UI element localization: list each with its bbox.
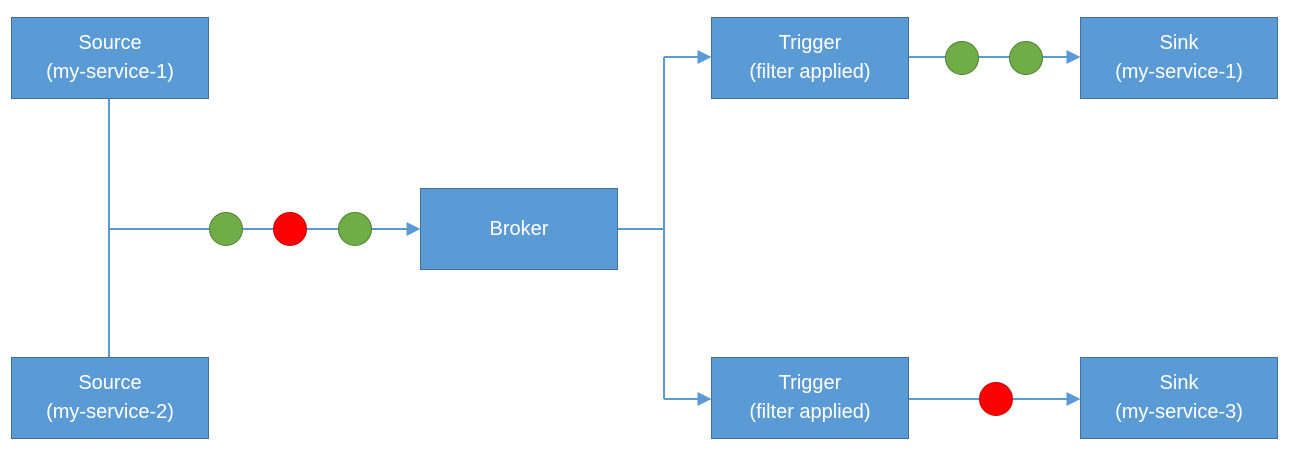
green-event-dot bbox=[945, 41, 979, 75]
sink-my-service-1-box: Sink (my-service-1) bbox=[1080, 17, 1278, 99]
green-event-dot bbox=[1009, 41, 1043, 75]
broker-box: Broker bbox=[420, 188, 618, 270]
sink-3-title: Sink bbox=[1159, 372, 1199, 394]
sink-1-service: (my-service-1) bbox=[1115, 61, 1243, 83]
source-my-service-2-box: Source (my-service-2) bbox=[11, 357, 209, 439]
green-event-dot bbox=[209, 212, 243, 246]
sink-1-title: Sink bbox=[1159, 32, 1199, 54]
source-2-service: (my-service-2) bbox=[46, 401, 174, 423]
broker-title: Broker bbox=[489, 217, 549, 240]
sink-3-service: (my-service-3) bbox=[1115, 401, 1243, 423]
sink-my-service-3-box: Sink (my-service-3) bbox=[1080, 357, 1278, 439]
trigger-2-title: Trigger bbox=[778, 372, 842, 394]
trigger-2-box: Trigger (filter applied) bbox=[711, 357, 909, 439]
source-my-service-1-box: Source (my-service-1) bbox=[11, 17, 209, 99]
source-1-service: (my-service-1) bbox=[46, 61, 174, 83]
red-event-dot bbox=[979, 382, 1013, 416]
trigger-2-subtitle: (filter applied) bbox=[749, 401, 871, 423]
green-event-dot bbox=[338, 212, 372, 246]
trigger-1-box: Trigger (filter applied) bbox=[711, 17, 909, 99]
trigger-1-title: Trigger bbox=[778, 32, 842, 54]
source-1-title: Source bbox=[78, 32, 142, 54]
trigger-1-subtitle: (filter applied) bbox=[749, 61, 871, 83]
source-2-title: Source bbox=[78, 372, 142, 394]
red-event-dot bbox=[273, 212, 307, 246]
